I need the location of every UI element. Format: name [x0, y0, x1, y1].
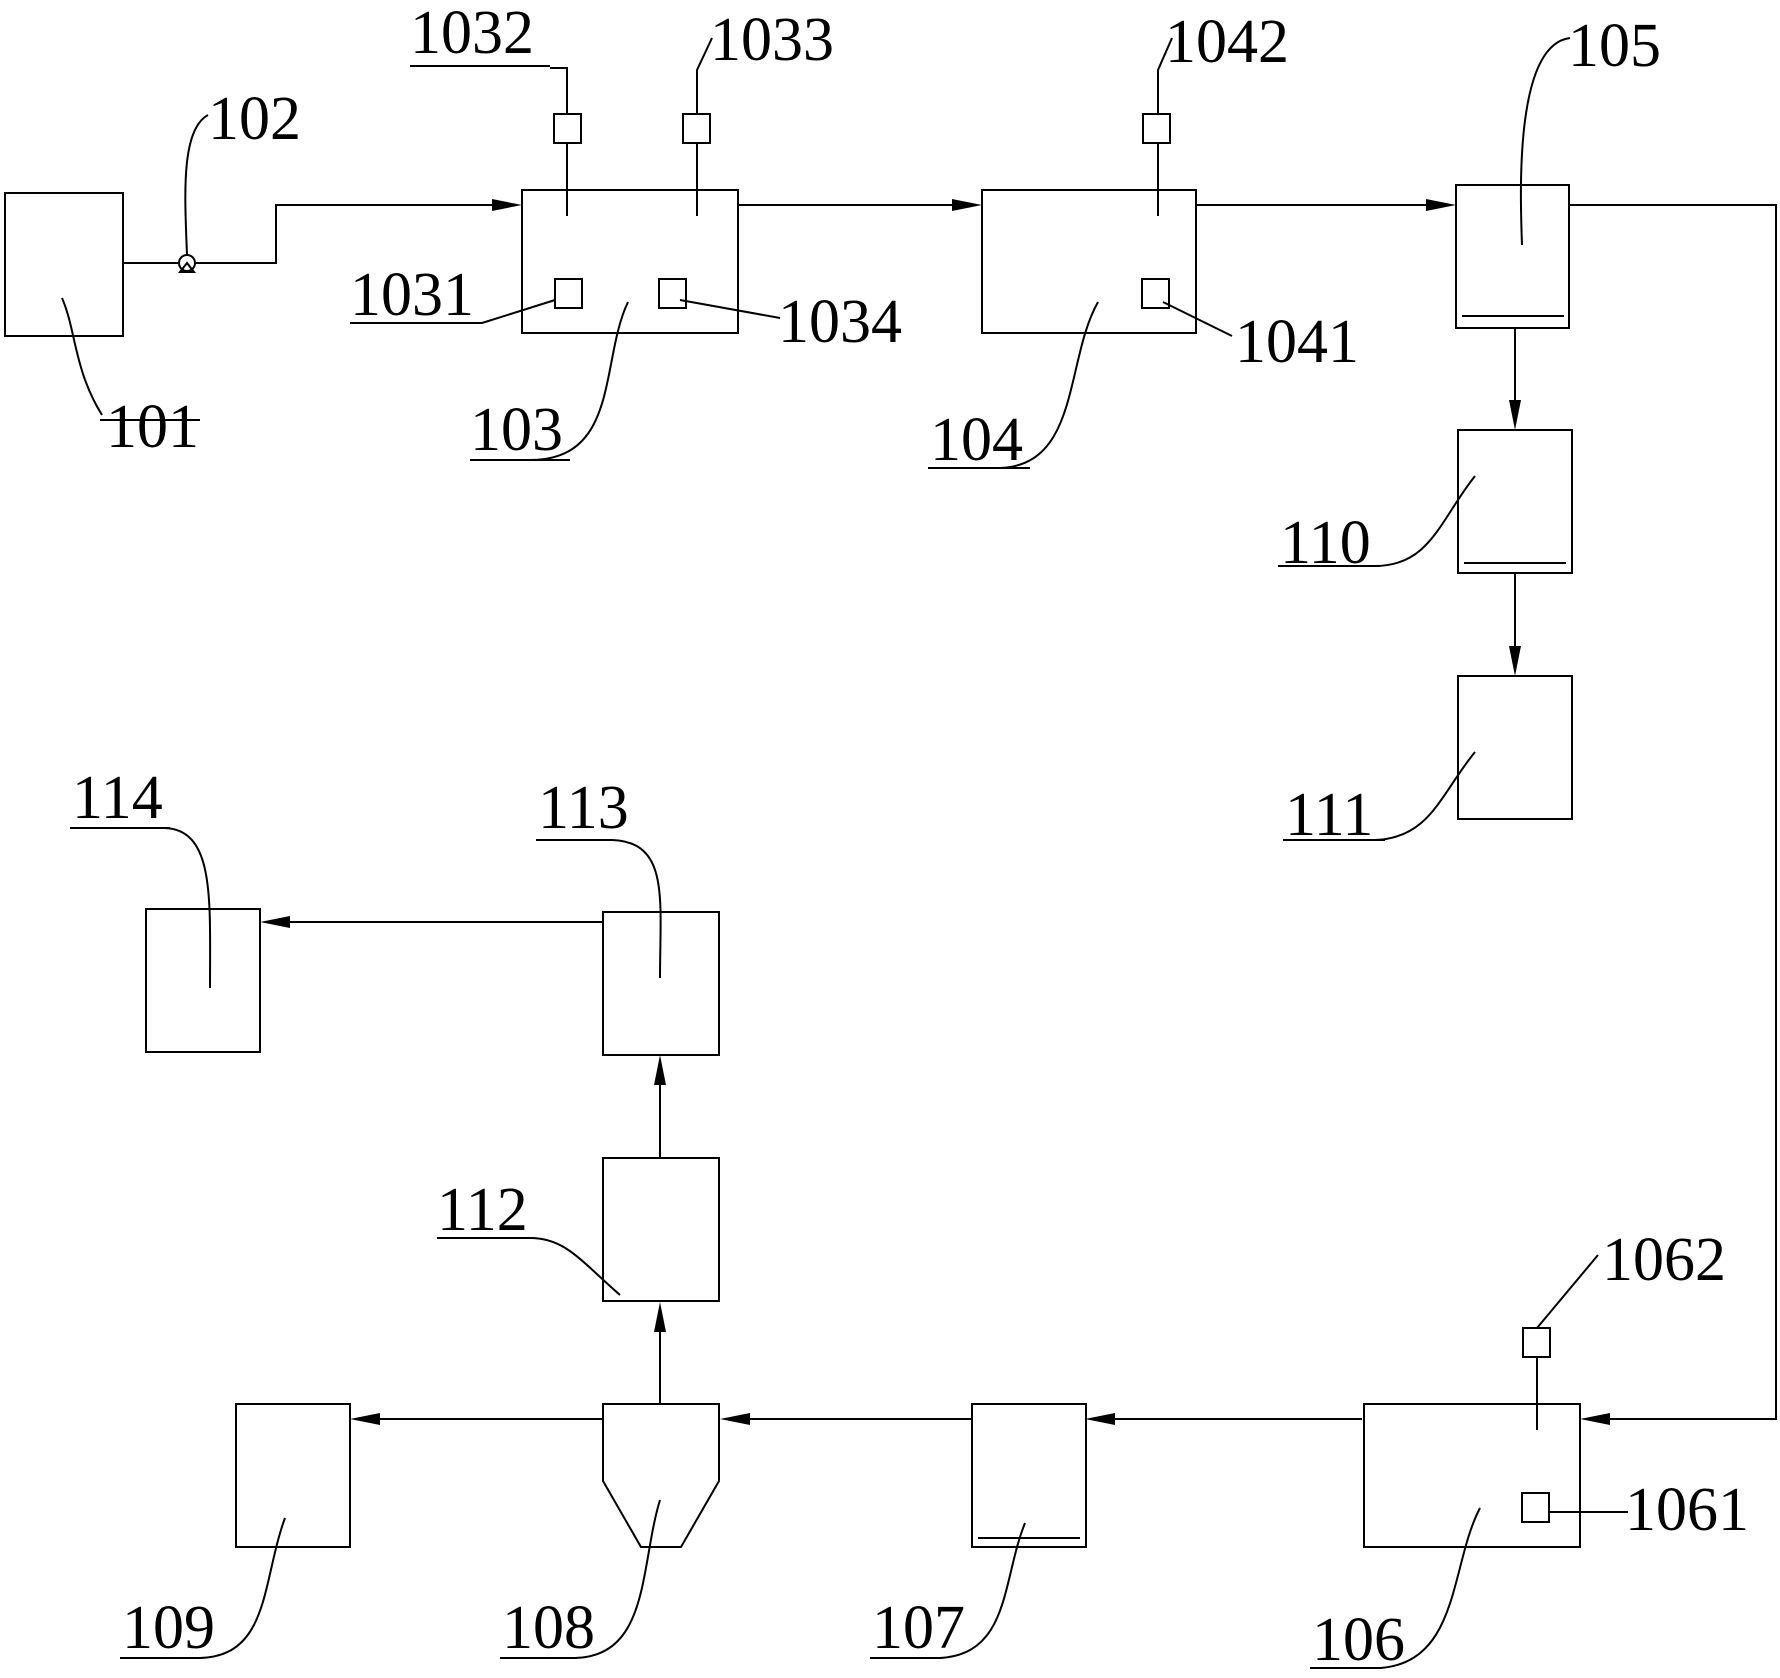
leader-114 — [164, 827, 212, 989]
label-106: 106 — [1312, 1606, 1405, 1674]
arrowhead-to-107 — [1085, 1413, 1115, 1425]
pipe-105-to-106 — [1569, 204, 1777, 1420]
arrowhead-to-106 — [1580, 1413, 1610, 1425]
label-1031: 1031 — [350, 261, 474, 329]
arrowhead-to-113 — [654, 1055, 666, 1085]
arrowhead-to-111 — [1509, 646, 1521, 676]
arrowhead-to-110 — [1509, 400, 1521, 430]
label-114: 114 — [72, 764, 163, 832]
unit-111 — [1457, 675, 1573, 820]
component-1034 — [658, 278, 687, 309]
arrowhead-to-114 — [260, 916, 290, 928]
leader-104 — [999, 301, 1099, 469]
leader-101 — [61, 297, 103, 416]
component-1062 — [1522, 1327, 1551, 1358]
leader-106 — [1379, 1507, 1481, 1669]
label-104: 104 — [930, 406, 1023, 474]
component-1033 — [682, 113, 711, 144]
arrowhead-to-112 — [654, 1302, 666, 1332]
leader-113 — [611, 839, 662, 979]
label-102: 102 — [208, 85, 301, 153]
label-1061: 1061 — [1625, 1476, 1749, 1544]
label-1034: 1034 — [778, 288, 902, 356]
leader-1032 — [550, 67, 568, 114]
unit-112 — [602, 1157, 720, 1302]
leader-1041 — [1162, 301, 1233, 337]
unit-101 — [4, 192, 124, 337]
leader-1031 — [481, 299, 556, 324]
pump-102 — [177, 254, 197, 273]
unit-105 — [1455, 184, 1570, 329]
arrowhead-to-103 — [492, 199, 522, 211]
leader-1062 — [1536, 1254, 1599, 1329]
arrowhead-to-105 — [1426, 199, 1456, 211]
leader-1033 — [696, 37, 713, 114]
leader-1034 — [679, 299, 781, 319]
leader-105 — [1519, 37, 1571, 246]
leader-112 — [529, 1237, 621, 1296]
leader-103 — [529, 301, 629, 461]
label-108: 108 — [502, 1594, 595, 1662]
label-1032: 1032 — [410, 0, 534, 67]
leader-102 — [184, 114, 209, 256]
leader-1042 — [1157, 37, 1173, 114]
label-1033: 1033 — [710, 6, 834, 74]
component-1032 — [553, 113, 582, 144]
arrowhead-to-104 — [952, 199, 982, 211]
unit-108 — [602, 1403, 720, 1548]
flow-lines — [124, 199, 1777, 1425]
unit-106-group — [1363, 1327, 1581, 1548]
unit-106 — [1363, 1403, 1581, 1548]
pump-base — [177, 261, 197, 273]
leader-111 — [1374, 751, 1476, 841]
unit-110 — [1457, 429, 1573, 574]
leader-108 — [574, 1499, 661, 1659]
leader-110 — [1374, 475, 1476, 567]
label-112: 112 — [437, 1176, 528, 1244]
arrowhead-to-108 — [720, 1413, 750, 1425]
pipe-pump-to-103 — [196, 204, 492, 264]
label-109: 109 — [122, 1594, 215, 1662]
label-105: 105 — [1568, 12, 1661, 80]
unit-107-group — [971, 1403, 1087, 1548]
label-1042: 1042 — [1165, 8, 1289, 76]
label-1041: 1041 — [1235, 308, 1359, 376]
label-101: 101 — [106, 393, 199, 461]
unit-114 — [145, 908, 261, 1053]
unit-103 — [521, 189, 739, 334]
label-1062: 1062 — [1602, 1226, 1726, 1294]
unit-105-group — [1455, 184, 1570, 329]
label-103: 103 — [470, 396, 563, 464]
leader-109 — [199, 1517, 286, 1659]
label-111: 111 — [1285, 781, 1373, 849]
unit-104-group — [981, 113, 1197, 334]
leader-107 — [939, 1522, 1026, 1659]
unit-104 — [981, 189, 1197, 334]
leader-lines — [61, 37, 1628, 1669]
unit-103-group — [521, 113, 739, 334]
label-113: 113 — [538, 774, 629, 842]
unit-110-group — [1457, 429, 1573, 574]
component-1042 — [1142, 113, 1171, 144]
component-1061 — [1521, 1492, 1550, 1523]
arrowhead-to-109 — [350, 1413, 380, 1425]
labels: 101 102 103 1031 1032 1033 1034 104 1041… — [70, 0, 1749, 1674]
label-107: 107 — [872, 1594, 965, 1662]
unit-107 — [971, 1403, 1087, 1548]
unit-109 — [235, 1403, 351, 1548]
component-1031 — [554, 278, 583, 309]
